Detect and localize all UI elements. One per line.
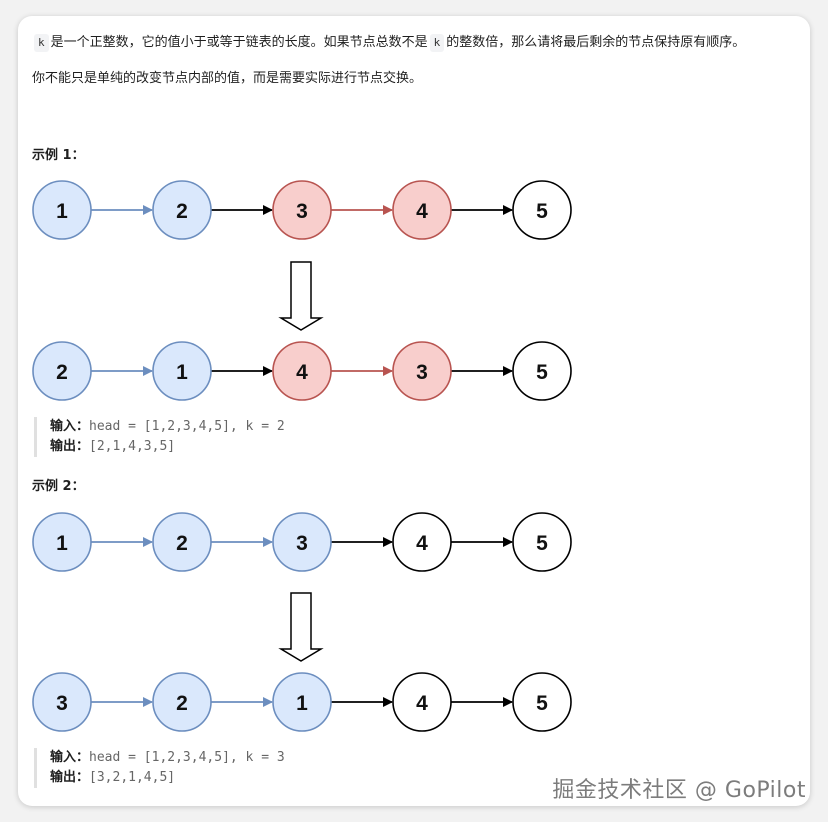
node-circle (32, 180, 92, 240)
node-circle (32, 341, 92, 401)
node-circle (392, 180, 452, 240)
example-1-output-value: [2,1,4,3,5] (89, 439, 176, 454)
node-value: 5 (536, 361, 548, 384)
node-value: 4 (416, 200, 428, 223)
node-circle (152, 341, 212, 401)
list-node: 3 (32, 672, 92, 732)
example-2-input-value: head = [1,2,3,4,5], k = 3 (89, 750, 285, 765)
node-value: 1 (56, 200, 68, 223)
node-circle (392, 341, 452, 401)
list-node: 3 (272, 180, 332, 240)
list-node: 5 (512, 672, 572, 732)
node-circle (32, 512, 92, 572)
node-value: 3 (296, 200, 308, 223)
list-node: 4 (392, 512, 452, 572)
list-node: 3 (272, 512, 332, 572)
list-node: 3 (392, 341, 452, 401)
example-1-output-label: 输出： (50, 439, 90, 454)
node-circle (152, 180, 212, 240)
node-value: 4 (416, 532, 428, 555)
node-circle (272, 672, 332, 732)
list-node: 2 (152, 672, 212, 732)
node-circle (272, 341, 332, 401)
node-circle (512, 672, 572, 732)
node-circle (512, 341, 572, 401)
list-node: 2 (152, 512, 212, 572)
example-1-io: 输入：head = [1,2,3,4,5], k = 2 输出：[2,1,4,3… (34, 417, 285, 457)
example-2-io: 输入：head = [1,2,3,4,5], k = 3 输出：[3,2,1,4… (34, 748, 285, 788)
intro-paragraph-2: 你不能只是单纯的改变节点内部的值，而是需要实际进行节点交换。 (32, 71, 423, 86)
node-value: 2 (56, 361, 68, 384)
list-node: 2 (152, 180, 212, 240)
list-node: 2 (32, 341, 92, 401)
node-value: 1 (176, 361, 188, 384)
intro-text-a: 是一个正整数，它的值小于或等于链表的长度。如果节点总数不是 (50, 35, 428, 50)
node-value: 5 (536, 692, 548, 715)
node-value: 4 (296, 361, 308, 384)
node-value: 5 (536, 200, 548, 223)
transform-arrow-2 (278, 592, 324, 662)
k-code-token-2: k (429, 34, 445, 52)
example-2-output-value: [3,2,1,4,5] (89, 770, 176, 785)
node-value: 2 (176, 200, 188, 223)
list-node: 5 (512, 341, 572, 401)
node-circle (512, 512, 572, 572)
list-node: 1 (152, 341, 212, 401)
node-circle (32, 672, 92, 732)
example-2-label: 示例 2： (32, 479, 85, 494)
node-circle (272, 180, 332, 240)
example-1-input-label: 输入： (50, 419, 90, 434)
node-circle (392, 512, 452, 572)
node-value: 5 (536, 532, 548, 555)
k-code-token: k (34, 34, 49, 52)
node-value: 3 (416, 361, 428, 384)
node-value: 4 (416, 692, 428, 715)
node-value: 2 (176, 692, 188, 715)
node-value: 3 (56, 692, 68, 715)
list-node: 1 (32, 512, 92, 572)
list-node: 4 (272, 341, 332, 401)
intro-text-b: 的整数倍，那么请将最后剩余的节点保持原有顺序。 (446, 35, 746, 50)
node-circle (152, 512, 212, 572)
node-circle (272, 512, 332, 572)
list-node: 5 (512, 180, 572, 240)
node-value: 1 (296, 692, 308, 715)
example-2-input-label: 输入： (50, 750, 90, 765)
example-1-label: 示例 1： (32, 148, 85, 163)
node-circle (512, 180, 572, 240)
node-value: 3 (296, 532, 308, 555)
node-circle (152, 672, 212, 732)
list-node: 1 (272, 672, 332, 732)
list-node: 4 (392, 180, 452, 240)
transform-arrow-1 (278, 261, 324, 331)
node-value: 2 (176, 532, 188, 555)
list-node: 4 (392, 672, 452, 732)
node-value: 1 (56, 532, 68, 555)
watermark-text: 掘金技术社区 @ GoPilot (552, 778, 806, 803)
example-1-input-value: head = [1,2,3,4,5], k = 2 (89, 419, 285, 434)
node-circle (392, 672, 452, 732)
list-node: 5 (512, 512, 572, 572)
list-node: 1 (32, 180, 92, 240)
example-2-output-label: 输出： (50, 770, 90, 785)
